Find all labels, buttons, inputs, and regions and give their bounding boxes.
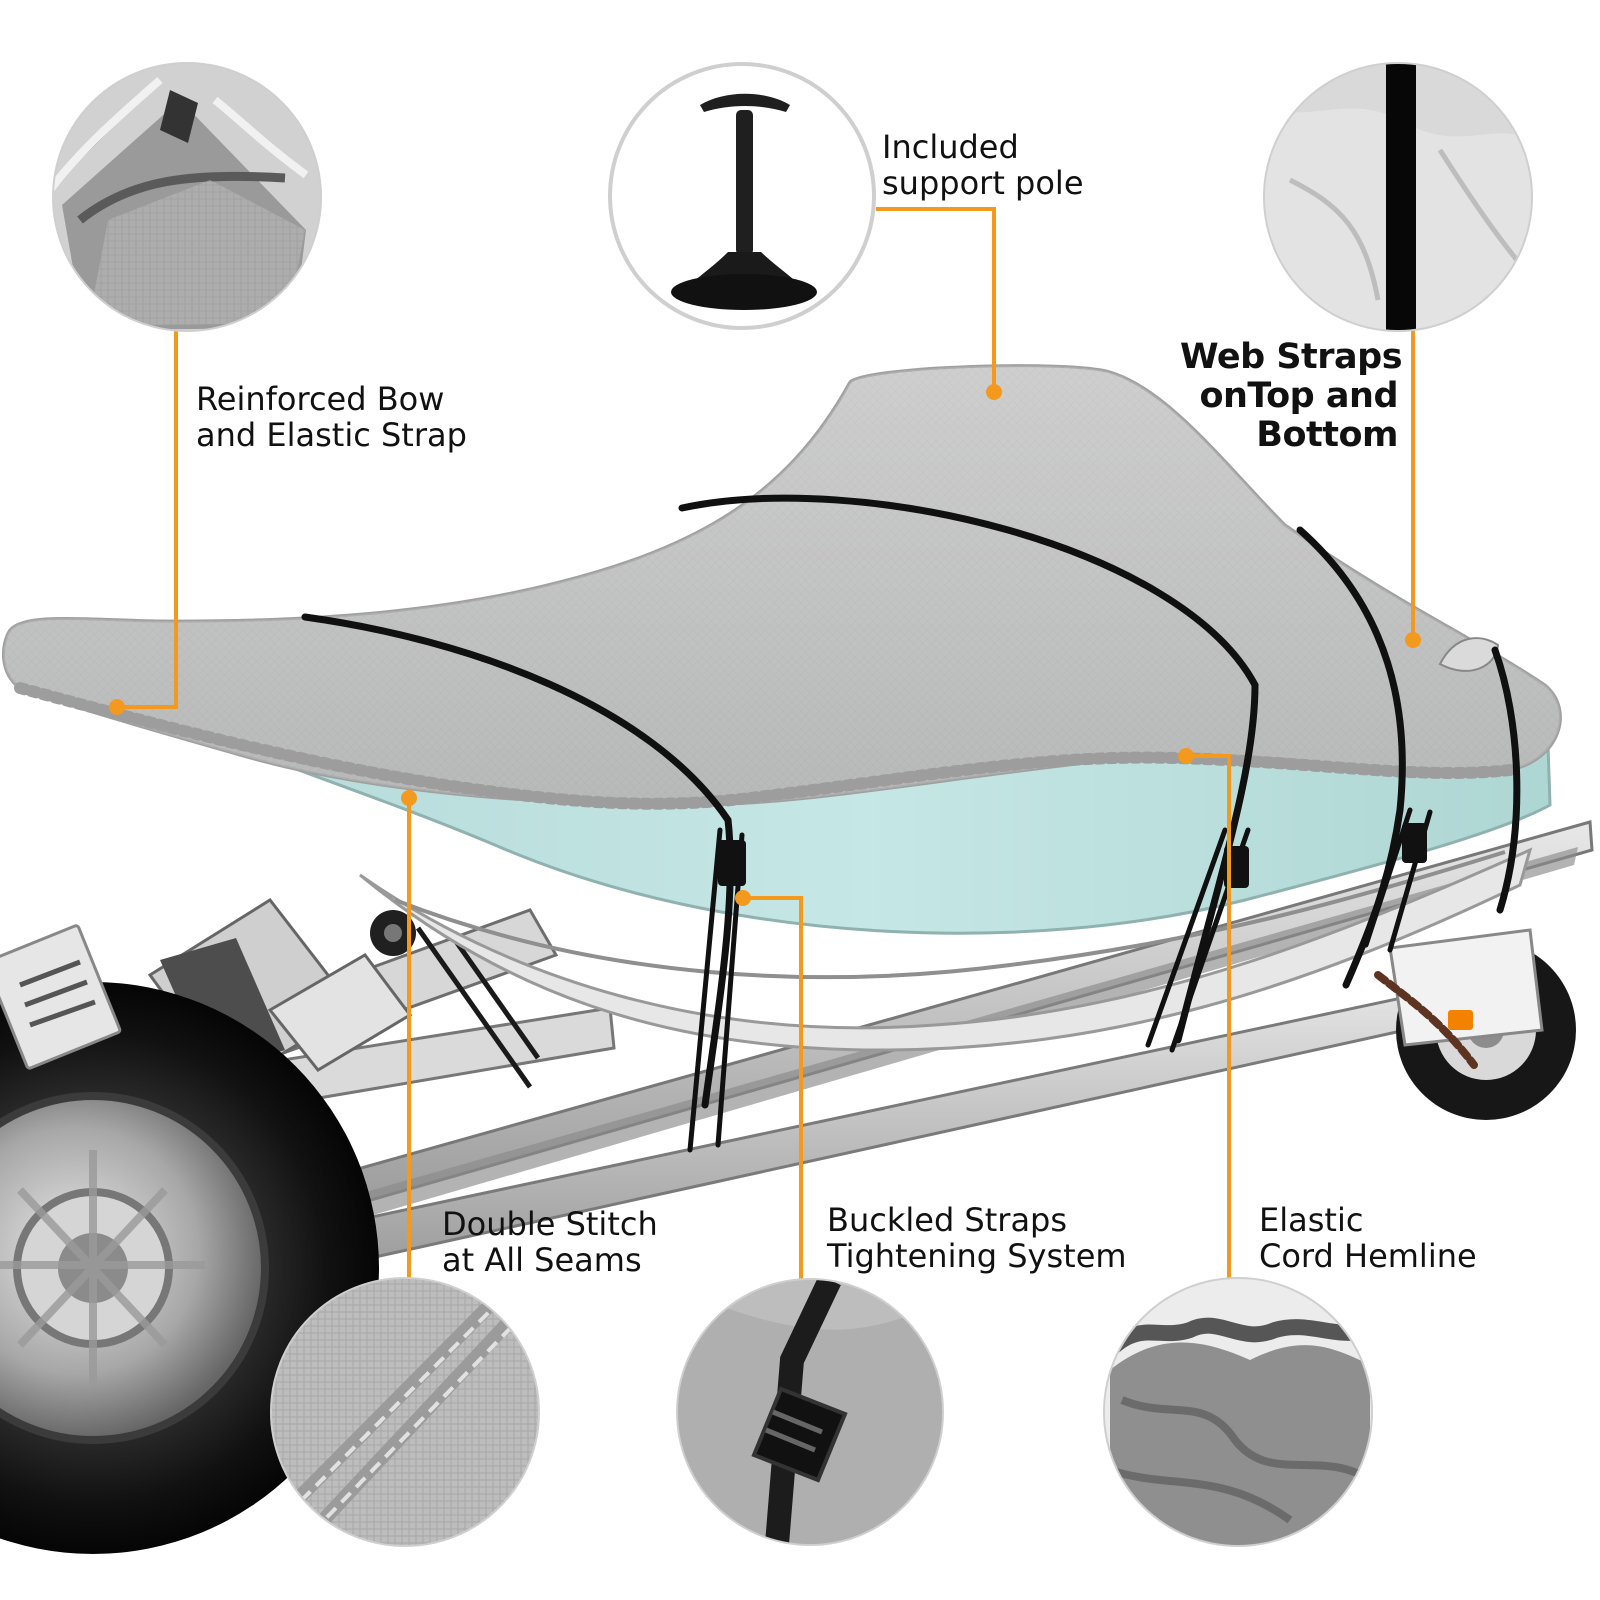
buckled-straps-callout: Buckled Straps Tightening System — [827, 1201, 1127, 1275]
support-pole-line-2: support pole — [882, 163, 1084, 202]
elastic-cord-detail-circle — [1103, 1277, 1373, 1547]
reinforced-bow-line-2: and Elastic Strap — [196, 415, 467, 454]
web-straps-line-2: onTop and — [1199, 376, 1398, 417]
reinforced-bow-detail-circle — [52, 62, 322, 332]
web-straps-detail-circle — [1263, 62, 1533, 332]
boat-cover — [1, 364, 1562, 810]
buckled-straps-detail-circle — [676, 1278, 944, 1546]
web-straps-line-1: Web Straps — [1180, 337, 1403, 377]
double-stitch-line-2: at All Seams — [442, 1240, 642, 1279]
double-stitch-callout: Double Stitch at All Seams — [442, 1205, 658, 1279]
reinforced-bow-callout: Reinforced Bow and Elastic Strap — [196, 380, 467, 454]
buckled-straps-line-2: Tightening System — [827, 1236, 1127, 1275]
cover-straps — [301, 494, 1521, 1153]
reinforced-bow-line-1: Reinforced Bow — [196, 380, 445, 418]
double-stitch-detail-circle — [270, 1277, 540, 1547]
support-pole-callout: Included support pole — [882, 128, 1084, 202]
double-stitch-line-1: Double Stitch — [442, 1205, 658, 1243]
elastic-cord-callout: Elastic Cord Hemline — [1259, 1201, 1477, 1275]
elastic-cord-line-2: Cord Hemline — [1259, 1236, 1477, 1275]
orange-callout-dots — [109, 384, 1421, 906]
orange-callout-lines — [117, 207, 1415, 1280]
elastic-cord-line-1: Elastic — [1259, 1201, 1364, 1239]
web-straps-callout: Web Straps onTop and Bottom — [1180, 337, 1403, 456]
web-straps-line-3: Bottom — [1256, 415, 1398, 456]
support-pole-line-1: Included — [882, 128, 1019, 166]
support-pole-icon — [671, 93, 817, 310]
buckled-straps-line-1: Buckled Straps — [827, 1201, 1068, 1239]
support-pole-detail-circle — [608, 62, 876, 330]
